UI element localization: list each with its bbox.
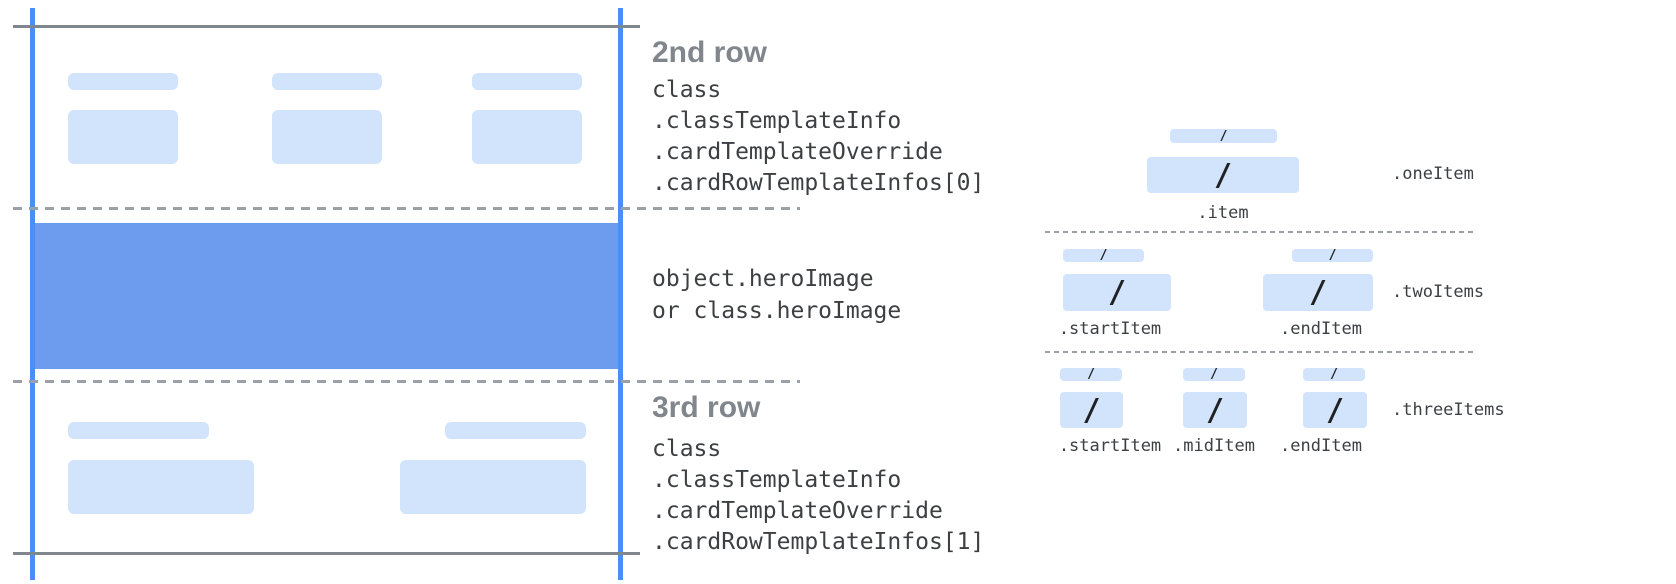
- card-bottom-line: [13, 552, 640, 555]
- code-line: .classTemplateInfo: [652, 108, 902, 134]
- twoitems-end-label-bar: /: [1292, 248, 1373, 263]
- row2-col2-label-bar: [272, 73, 382, 90]
- twoitems-section-label: .twoItems: [1392, 282, 1485, 302]
- threeitems-mid-value-bar: /: [1183, 392, 1247, 428]
- row2-col2-value-bar: [272, 110, 382, 164]
- text-placeholder-slash: /: [1325, 392, 1345, 428]
- threeitems-section-label: .threeItems: [1392, 400, 1505, 420]
- row-divider-dashed-top: [13, 207, 800, 210]
- oneitem-item-label: .item: [1197, 203, 1249, 223]
- text-placeholder-slash: /: [1205, 392, 1225, 428]
- text-placeholder-slash: /: [1107, 275, 1127, 310]
- row2-col3-value-bar: [472, 110, 582, 164]
- code-line: .cardTemplateOverride: [652, 498, 943, 524]
- row3-code-block: class .classTemplateInfo .cardTemplateOv…: [652, 434, 984, 558]
- section-divider-dashed-2: [1045, 351, 1477, 353]
- hero-image-band: [35, 223, 618, 369]
- twoitems-start-value-bar: /: [1063, 274, 1171, 311]
- code-line: or class.heroImage: [652, 298, 902, 324]
- twoitems-start-label: .startItem: [1058, 319, 1162, 339]
- oneitem-item-label-bar: /: [1170, 128, 1277, 144]
- threeitems-end-value-bar: /: [1303, 392, 1367, 428]
- row2-col3-label-bar: [472, 73, 582, 90]
- card-right-boundary-line: [618, 8, 623, 580]
- card-top-line: [13, 25, 640, 28]
- threeitems-start-value-bar: /: [1060, 392, 1123, 428]
- text-placeholder-slash: /: [1087, 367, 1095, 382]
- card-left-boundary-line: [30, 8, 35, 580]
- row2-heading: 2nd row: [652, 36, 768, 69]
- twoitems-end-label: .endItem: [1280, 319, 1362, 339]
- row3-col2-value-bar: [400, 460, 586, 514]
- code-line: .cardTemplateOverride: [652, 139, 943, 165]
- code-line: object.heroImage: [652, 266, 874, 292]
- text-placeholder-slash: /: [1213, 157, 1233, 193]
- row2-code-block: class .classTemplateInfo .cardTemplateOv…: [652, 75, 984, 199]
- section-divider-dashed-1: [1045, 231, 1477, 233]
- oneitem-item-value-bar: /: [1147, 157, 1299, 193]
- text-placeholder-slash: /: [1308, 275, 1328, 310]
- row-divider-dashed-bottom: [13, 380, 800, 383]
- text-placeholder-slash: /: [1099, 248, 1108, 263]
- row2-col1-label-bar: [68, 73, 178, 90]
- row3-heading: 3rd row: [652, 391, 761, 424]
- code-line: class: [652, 436, 722, 462]
- row3-col2-label-bar: [445, 422, 586, 439]
- code-line: .cardRowTemplateInfos[1]: [652, 529, 985, 555]
- text-placeholder-slash: /: [1082, 392, 1101, 428]
- text-placeholder-slash: /: [1219, 128, 1228, 144]
- threeitems-mid-label: .midItem: [1173, 436, 1255, 456]
- row3-col1-label-bar: [68, 422, 209, 439]
- row3-col1-value-bar: [68, 460, 254, 514]
- threeitems-end-label-bar: /: [1303, 367, 1365, 382]
- text-placeholder-slash: /: [1330, 367, 1338, 382]
- threeitems-end-label: .endItem: [1280, 436, 1362, 456]
- twoitems-end-value-bar: /: [1263, 274, 1373, 311]
- oneitem-section-label: .oneItem: [1392, 164, 1474, 184]
- text-placeholder-slash: /: [1210, 367, 1218, 382]
- code-line: class: [652, 77, 722, 103]
- row2-col1-value-bar: [68, 110, 178, 164]
- code-line: .classTemplateInfo: [652, 467, 902, 493]
- twoitems-start-label-bar: /: [1063, 248, 1144, 263]
- hero-code-block: object.heroImage or class.heroImage: [652, 263, 901, 327]
- threeitems-start-label: .startItem: [1058, 436, 1162, 456]
- threeitems-start-label-bar: /: [1060, 367, 1122, 382]
- code-line: .cardRowTemplateInfos[0]: [652, 170, 985, 196]
- threeitems-mid-label-bar: /: [1183, 367, 1245, 382]
- text-placeholder-slash: /: [1328, 248, 1337, 263]
